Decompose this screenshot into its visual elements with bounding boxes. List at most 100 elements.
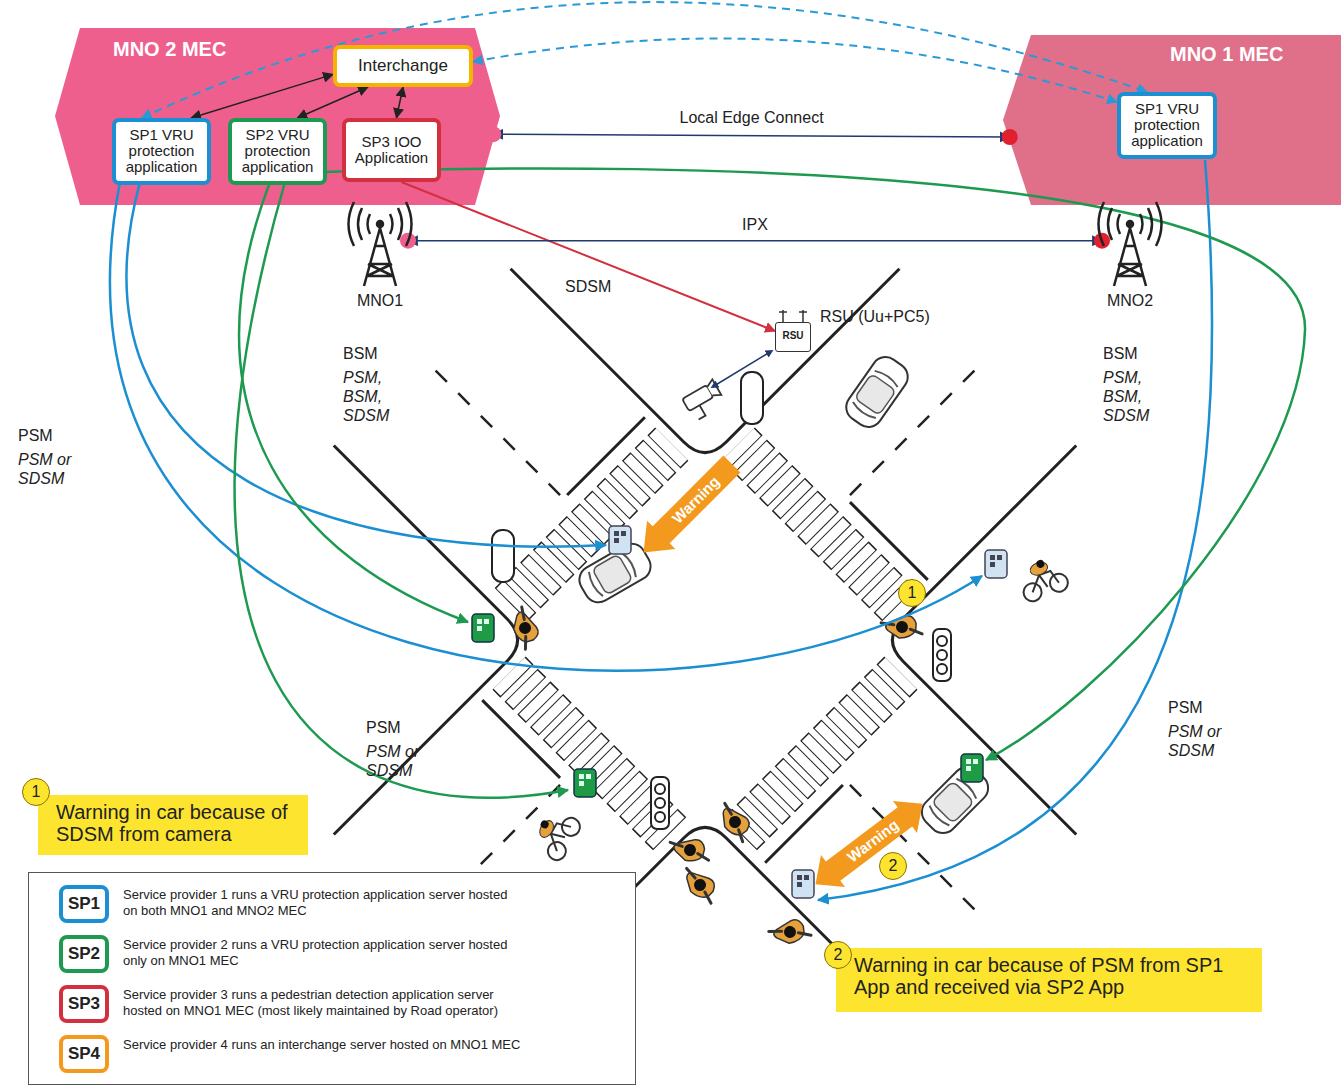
legend-row: SP4 Service provider 4 runs an interchang… (59, 1035, 619, 1083)
legend-swatch: SP1 (59, 885, 109, 923)
signal-curves (239, 182, 468, 622)
endpoint-dot (485, 126, 501, 142)
signal-curves (818, 160, 1212, 900)
cell-tower: MNO1 (340, 200, 420, 310)
message-label: PSM or SDSM (18, 450, 80, 488)
signal-curves (235, 182, 568, 798)
node-text: SP1 VRU protection application (119, 127, 204, 176)
intersection-illustration (1015, 553, 1071, 604)
tower-icon (377, 221, 383, 227)
intersection-illustration (609, 526, 631, 554)
intersection-illustration (651, 777, 669, 829)
signal-curves (110, 182, 982, 671)
intersection-illustration (511, 74, 900, 463)
message-label: PSM, BSM, SDSM (1103, 368, 1155, 426)
legend-row: SP3 Service provider 3 runs a pedestrian … (59, 985, 619, 1033)
node-text: MNO 2 MEC (113, 38, 226, 61)
node-text: MNO2 (1090, 292, 1170, 310)
intersection-illustration (139, 446, 528, 835)
connector-label: Local Edge Connect (675, 109, 827, 127)
message-label: PSM, BSM, SDSM (343, 368, 395, 426)
app-box: SP1 VRU protection application (1117, 92, 1217, 159)
message-label: BSM (1103, 344, 1138, 363)
node-text: MNO1 (340, 292, 420, 310)
node-text: SP1 VRU protection application (1124, 101, 1210, 150)
mec-hexagon: MNO 1 MEC SP1 VRU protection application (1003, 35, 1341, 205)
legend-swatch: SP2 (59, 935, 109, 973)
intersection-illustration (792, 870, 814, 898)
intersection-illustration (765, 785, 843, 863)
tower-icon (349, 202, 412, 246)
signal-curves (803, 788, 934, 901)
intersection-illustration (882, 446, 1271, 835)
node-text: Interchange (358, 57, 448, 75)
callout-number: 2 (879, 852, 907, 880)
intersection-illustration (472, 614, 494, 642)
connector-label: IPX (738, 216, 772, 234)
message-label: PSM (366, 718, 401, 737)
callout-number: 1 (22, 778, 50, 806)
connector-label: SDSM (561, 278, 615, 296)
legend-swatch: SP3 (59, 985, 109, 1023)
rsu-box: RSURSU (Uu+PC5) (775, 322, 811, 352)
connector (408, 240, 1102, 242)
legend-row: SP2Service provider 2 runs a VRU protect… (59, 935, 619, 983)
connector (493, 134, 1009, 137)
signal-curves (779, 310, 807, 322)
message-label: PSM (1168, 698, 1203, 717)
intersection-illustration (476, 411, 934, 869)
intersection-illustration (492, 530, 514, 582)
intersection-illustration (841, 352, 913, 433)
intersection-illustration (681, 379, 726, 421)
legend-text: Service provider 1 runs a VRU protection… (123, 887, 523, 918)
legend-swatch: SP4 (59, 1035, 109, 1073)
warning-arrow-text: Warning (669, 473, 724, 528)
tower-icon (1127, 221, 1133, 227)
mec-hexagon: MNO 2 MEC InterchangeSP1 VRU protection a… (55, 28, 500, 205)
signal-curves (126, 182, 606, 547)
legend-text: Service provider 4 runs an interchange s… (123, 1037, 523, 1053)
tower-icon (340, 200, 420, 288)
message-label: BSM (343, 344, 378, 363)
mec-outline (55, 28, 500, 205)
legend-key: SP4 (68, 1044, 100, 1064)
intersection-illustration (574, 769, 596, 797)
callout-box: Warning in car because of SDSM from came… (38, 795, 308, 855)
intersection-illustration (681, 868, 716, 903)
app-box: SP1 VRU protection application (112, 118, 211, 185)
app-box: SP3 IOO Application (342, 118, 441, 182)
callout-number: 2 (824, 941, 852, 969)
node-text: Warning in car because of PSM from SP1 A… (854, 954, 1223, 998)
callout-number: 1 (898, 579, 926, 607)
tower-icon (1099, 202, 1162, 246)
intersection-illustration (769, 912, 812, 955)
intersection-illustration (881, 608, 922, 649)
intersection-illustration (429, 364, 560, 495)
legend-key: SP1 (68, 894, 100, 914)
tower-icon (364, 228, 396, 286)
intersection-illustration (502, 607, 545, 650)
intersection-illustration (693, 405, 706, 419)
app-box: SP2 VRU protection application (228, 118, 327, 185)
intersection-illustration (670, 832, 709, 871)
tower-icon (1090, 200, 1170, 288)
legend-text: Service provider 3 runs a pedestrian det… (123, 987, 523, 1018)
intersection-illustration (933, 629, 951, 681)
endpoint-dot (1002, 129, 1018, 145)
intersection-illustration (850, 502, 928, 580)
node-text: SP3 IOO Application (349, 134, 434, 166)
connector (401, 182, 775, 331)
message-label: PSM (18, 426, 53, 445)
node-text: MNO 1 MEC (1170, 43, 1283, 66)
mec-outline (1003, 35, 1341, 205)
intersection-illustration (528, 805, 583, 863)
tower-icon (349, 202, 412, 286)
cell-tower: MNO2 (1090, 200, 1170, 310)
intersection-illustration (741, 372, 763, 424)
node-text: Warning in car because of SDSM from came… (56, 801, 288, 845)
message-label: PSM or SDSM (366, 742, 428, 780)
intersection-illustration (476, 411, 934, 869)
legend-key: SP2 (68, 944, 100, 964)
intersection-illustration (961, 754, 983, 782)
intersection-illustration (482, 700, 560, 778)
